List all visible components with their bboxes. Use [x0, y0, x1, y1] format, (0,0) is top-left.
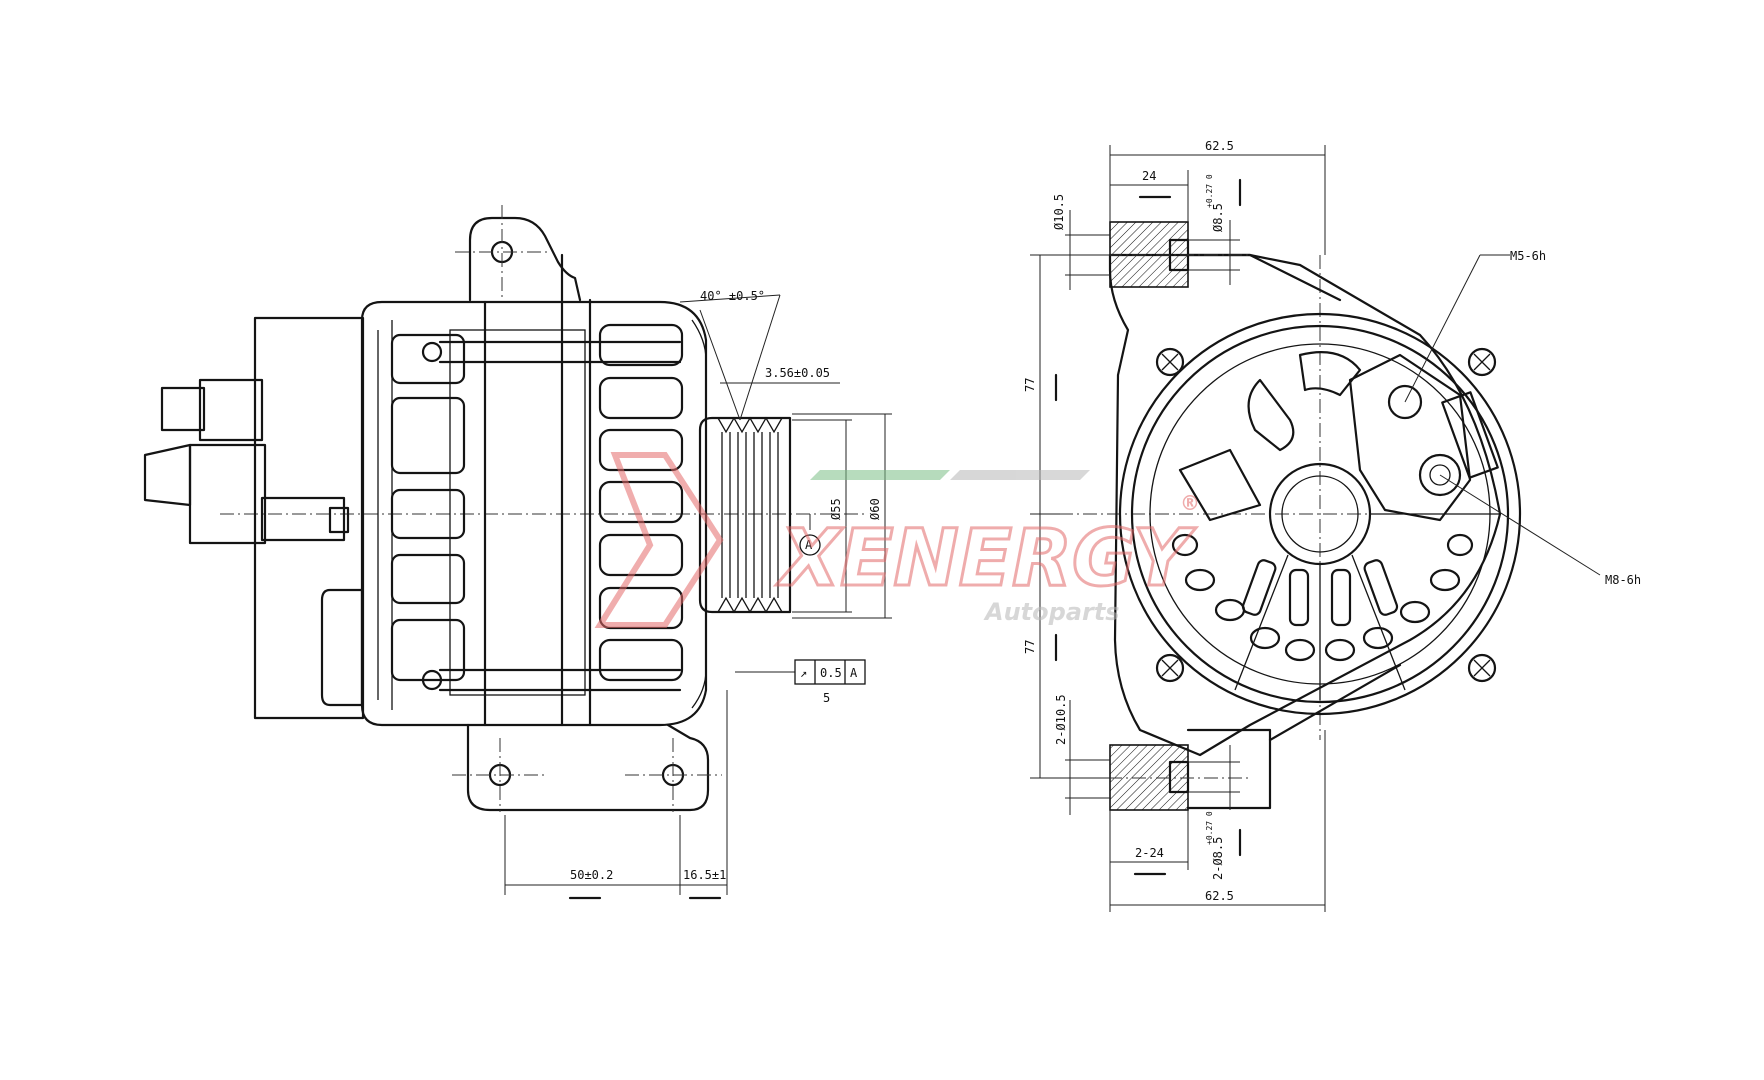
top-mounting-ear [455, 205, 582, 302]
watermark-registered: ® [1180, 491, 1200, 515]
cooling-slots [1171, 351, 1500, 700]
front-view: M5-6h M8-6h 62.5 24 Ø10.5 Ø8.5 +0.27 0 [1023, 139, 1641, 912]
bottom-width-label: 62.5 [1205, 889, 1234, 903]
side-view: Ø55 Ø60 A 40° ±0.5° 3.56±0.05 ↗ 0.5 A [143, 205, 892, 900]
thread1-label: M5-6h [1510, 249, 1546, 263]
upper-height-label: 77 [1023, 378, 1037, 392]
top-bore2-label: Ø8.5 [1211, 203, 1225, 232]
watermark-logo: XENERGY ® Autoparts [594, 452, 1200, 628]
length-label: 50±0.2 [570, 868, 613, 882]
watermark-brand: XENERGY [776, 514, 1197, 604]
angle-label: 40° ±0.5° [700, 289, 765, 303]
bottom-bore-label: 2-Ø10.5 [1054, 694, 1068, 745]
dia-outer-label: Ø60 [868, 498, 882, 520]
watermark-subtitle: Autoparts [983, 598, 1120, 626]
cooling-fins-left [390, 333, 466, 682]
top-bore2-tol: +0.27 0 [1205, 174, 1214, 208]
pulley [698, 416, 792, 614]
bottom-dimensions: 2-Ø10.5 2-Ø8.5 +0.27 0 2-24 62.5 [1054, 694, 1326, 912]
top-width-label: 62.5 [1205, 139, 1234, 153]
side-length-dimensions: 50±0.2 16.5±1 [504, 690, 728, 900]
top-hole-pitch-label: 24 [1142, 169, 1156, 183]
bottom-bore2-tol: +0.27 0 [1205, 811, 1214, 845]
thread2-label: M8-6h [1605, 573, 1641, 587]
pulley-diameter-dimensions: Ø55 Ø60 [792, 413, 892, 619]
dia-inner-label: Ø55 [829, 498, 843, 520]
lower-height-label: 77 [1023, 640, 1037, 654]
top-dimensions: 62.5 24 Ø10.5 Ø8.5 +0.27 0 [1052, 139, 1326, 290]
front-housing-outline [1108, 253, 1502, 757]
groove-label: 3.56±0.05 [765, 366, 830, 380]
bottom-mounting-ear [452, 723, 722, 812]
angle-callout: 40° ±0.5° 3.56±0.05 [679, 289, 840, 421]
runout-tolerance: 0.5 [820, 666, 842, 680]
terminal-block [1348, 353, 1499, 522]
top-mounting-boss [1060, 221, 1342, 302]
height-dimensions: 77 77 [1023, 254, 1110, 779]
bottom-pitch-label: 2-24 [1135, 846, 1164, 860]
offset-label: 16.5±1 [683, 868, 726, 882]
through-bolts [421, 340, 682, 692]
rear-connector [143, 316, 365, 720]
screws [1155, 347, 1497, 683]
runout-symbol: ↗ [800, 666, 807, 680]
runout-datum: A [850, 666, 858, 680]
bottom-bore2-label: 2-Ø8.5 [1211, 837, 1225, 880]
datum-label: A [805, 538, 813, 552]
thread-callouts: M5-6h M8-6h [1404, 249, 1641, 587]
datum-a-marker: A [799, 514, 821, 556]
runout-note: 5 [823, 691, 830, 705]
top-bore-label: Ø10.5 [1052, 194, 1066, 230]
watermark-x-mark [594, 452, 724, 628]
runout-frame: ↗ 0.5 A 5 [735, 659, 866, 705]
